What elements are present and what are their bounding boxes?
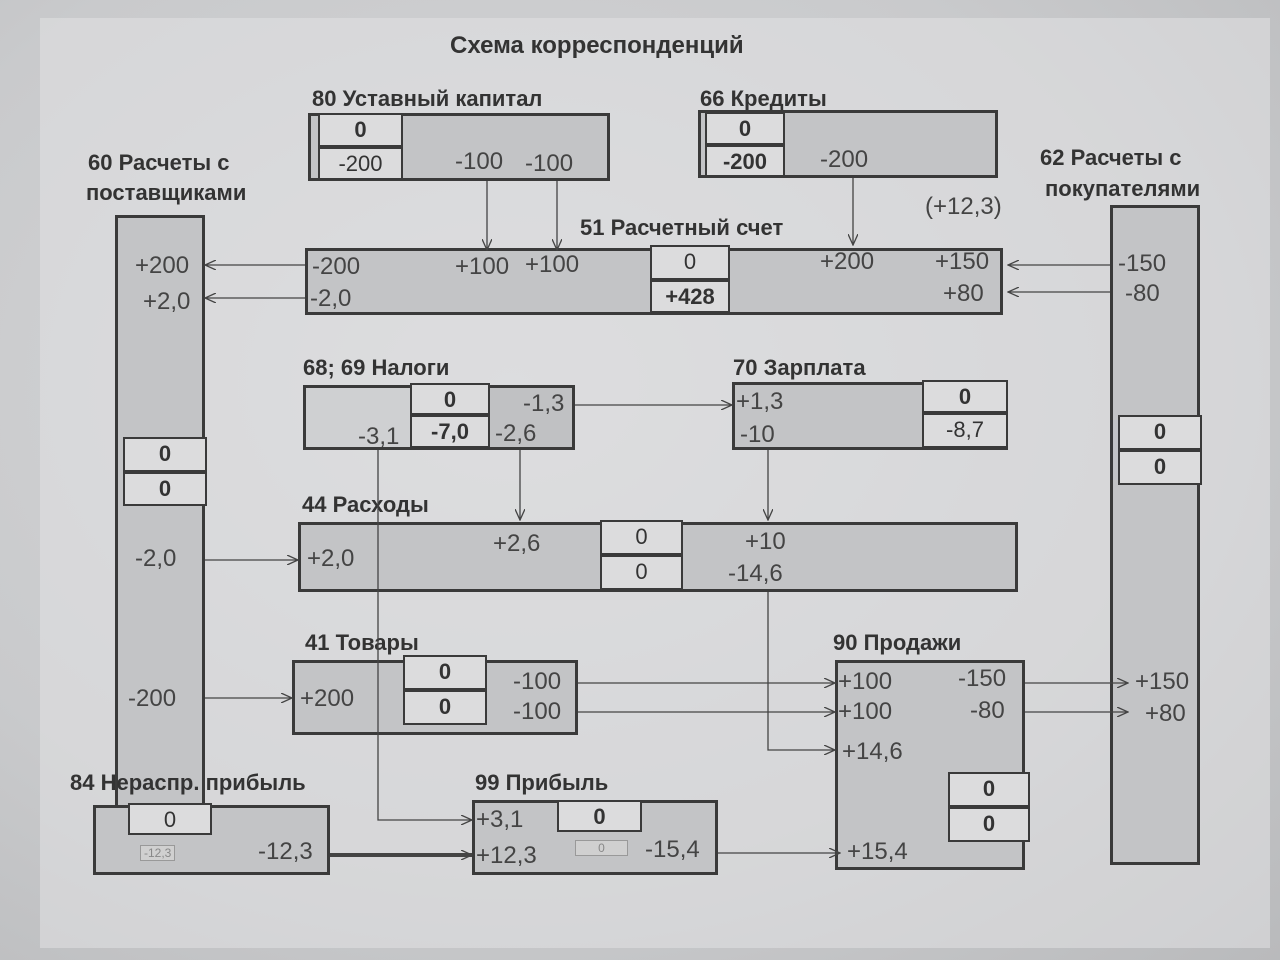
- entry: -200: [820, 146, 869, 173]
- account-84-opening: 0: [128, 803, 212, 835]
- annotation: (+12,3): [925, 193, 1002, 220]
- entry: -150: [958, 665, 1007, 692]
- arrow: [767, 592, 835, 750]
- account-62-label: покупателями: [1045, 176, 1201, 201]
- entry: -2,6: [495, 420, 537, 447]
- account-80-opening: 0: [318, 113, 403, 147]
- entry: -100: [455, 148, 504, 175]
- account-44-label: 44 Расходы: [302, 492, 429, 517]
- account-99-label: 99 Прибыль: [475, 770, 609, 795]
- entry: -80: [1125, 280, 1160, 307]
- entry: +1,3: [736, 388, 784, 415]
- account-66-closing: -200: [705, 145, 785, 177]
- account-60-label: поставщиками: [86, 180, 247, 205]
- entry: +200: [135, 252, 190, 279]
- account-62-closing: 0: [1118, 450, 1202, 485]
- account-41-opening: 0: [403, 655, 487, 690]
- entry: -1,3: [523, 390, 565, 417]
- entry: -200: [312, 253, 361, 280]
- entry: +100: [838, 668, 893, 695]
- account-62: [1110, 205, 1200, 865]
- entry: -2,0: [310, 285, 352, 312]
- entry: +15,4: [847, 838, 908, 865]
- entry: -100: [513, 668, 562, 695]
- account-84-label: 84 Нераспр. прибыль: [70, 770, 306, 795]
- account-44-closing: 0: [600, 555, 683, 590]
- account-51-opening: 0: [650, 245, 730, 280]
- account-68-opening: 0: [410, 383, 490, 415]
- account-70-opening: 0: [922, 380, 1008, 413]
- small-closing: -12,3: [140, 845, 176, 861]
- account-60-closing: 0: [123, 472, 207, 506]
- account-90-closing: 0: [948, 807, 1030, 842]
- entry: +100: [525, 251, 580, 278]
- account-70-label: 70 Зарплата: [733, 355, 866, 380]
- credit-area: [490, 388, 572, 447]
- account-70-closing: -8,7: [922, 413, 1008, 448]
- account-80-closing: -200: [318, 147, 403, 180]
- account-60-label: 60 Расчеты с: [88, 150, 230, 175]
- account-80-label: 80 Уставный капитал: [312, 86, 543, 111]
- small-closing: 0: [575, 840, 628, 856]
- account-51-closing: +428: [650, 280, 730, 313]
- entry: +3,1: [476, 806, 524, 833]
- account-68-label: 68; 69 Налоги: [303, 355, 450, 380]
- entry: +200: [820, 248, 875, 275]
- account-60-opening: 0: [123, 437, 207, 472]
- account-44-opening: 0: [600, 520, 683, 555]
- account-68-closing: -7,0: [410, 415, 490, 448]
- entry: +10: [745, 528, 786, 555]
- account-66-label: 66 Кредиты: [700, 86, 827, 111]
- entry: -3,1: [358, 423, 400, 450]
- entry: -12,3: [258, 838, 313, 865]
- entry: -2,0: [135, 545, 177, 572]
- account-62-opening: 0: [1118, 415, 1202, 450]
- entry: -100: [513, 698, 562, 725]
- account-62-label: 62 Расчеты с: [1040, 145, 1182, 170]
- paper-sheet: [40, 18, 1270, 948]
- account-41-closing: 0: [403, 690, 487, 725]
- account-99-opening: 0: [557, 800, 642, 832]
- account-66-opening: 0: [705, 112, 785, 145]
- entry: +100: [455, 253, 510, 280]
- arrow: [377, 450, 472, 820]
- account-51-label: 51 Расчетный счет: [580, 215, 784, 240]
- entry: -100: [525, 150, 574, 177]
- entry: +150: [1135, 668, 1190, 695]
- account-41-label: 41 Товары: [305, 630, 419, 655]
- entry: -14,6: [728, 560, 783, 587]
- entry: -200: [128, 685, 177, 712]
- diagram-title: Схема корреспонденций: [450, 32, 744, 59]
- entry: +150: [935, 248, 990, 275]
- entry: +2,6: [493, 530, 541, 557]
- entry: +200: [300, 685, 355, 712]
- entry: +2,0: [143, 288, 191, 315]
- entry: +2,0: [307, 545, 355, 572]
- account-90-label: 90 Продажи: [833, 630, 962, 655]
- entry: +14,6: [842, 738, 903, 765]
- entry: +80: [1145, 700, 1186, 727]
- entry: +100: [838, 698, 893, 725]
- entry: +80: [943, 280, 984, 307]
- entry: +12,3: [476, 842, 537, 869]
- entry: -10: [740, 421, 775, 448]
- entry: -150: [1118, 250, 1167, 277]
- account-90-opening: 0: [948, 772, 1030, 807]
- entry: -15,4: [645, 836, 700, 863]
- entry: -80: [970, 697, 1005, 724]
- account-60: [115, 215, 205, 870]
